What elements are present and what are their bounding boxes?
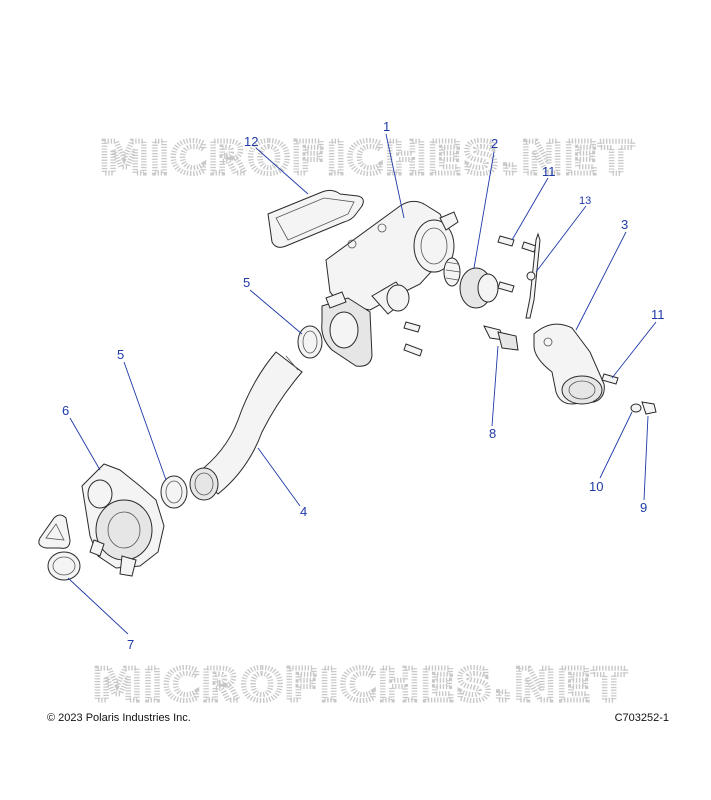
figure-code: C703252-1 — [614, 712, 669, 724]
callout-3: 3 — [621, 217, 628, 232]
callout-4: 4 — [300, 504, 307, 519]
part-7-seals — [38, 514, 81, 581]
part-2-thermostat — [443, 257, 499, 309]
callout-13: 13 — [579, 195, 591, 207]
callout-6: 6 — [62, 403, 69, 418]
watermark-bottom: MICROFICHES.NET — [93, 660, 628, 711]
part-10-washer — [630, 403, 642, 413]
callout-12: 12 — [244, 134, 258, 149]
callouts: 1 2 3 4 5 5 6 7 8 9 10 11 11 12 13 — [62, 119, 665, 652]
part-9-plug — [641, 401, 657, 415]
callout-11-lower: 11 — [651, 307, 665, 322]
part-5-o-ring-lower — [160, 475, 188, 509]
part-11-bolts-upper — [403, 235, 537, 357]
part-13-bracket — [525, 232, 541, 319]
part-4-coolant-pipe — [189, 351, 303, 501]
callout-2: 2 — [491, 136, 498, 151]
callout-5-upper: 5 — [243, 275, 250, 290]
part-3-outlet-elbow — [533, 323, 605, 405]
part-11-bolt-lower — [601, 373, 619, 385]
callout-9: 9 — [640, 500, 647, 515]
part-1-thermostat-housing — [321, 200, 459, 367]
part-6-water-pump — [81, 463, 165, 577]
copyright-notice: © 2023 Polaris Industries Inc. — [47, 712, 191, 724]
callout-8: 8 — [489, 426, 496, 441]
part-8-temperature-sensor — [483, 325, 519, 351]
callout-1: 1 — [383, 119, 390, 134]
watermark-top: MICROFICHES.NET — [100, 133, 635, 184]
part-5-o-ring-upper — [297, 325, 323, 359]
callout-10: 10 — [589, 479, 603, 494]
callout-5-lower: 5 — [117, 347, 124, 362]
callout-7: 7 — [127, 637, 134, 652]
callout-11-upper: 11 — [542, 164, 556, 179]
part-12-gasket — [267, 189, 364, 248]
leader-lines — [67, 133, 657, 635]
